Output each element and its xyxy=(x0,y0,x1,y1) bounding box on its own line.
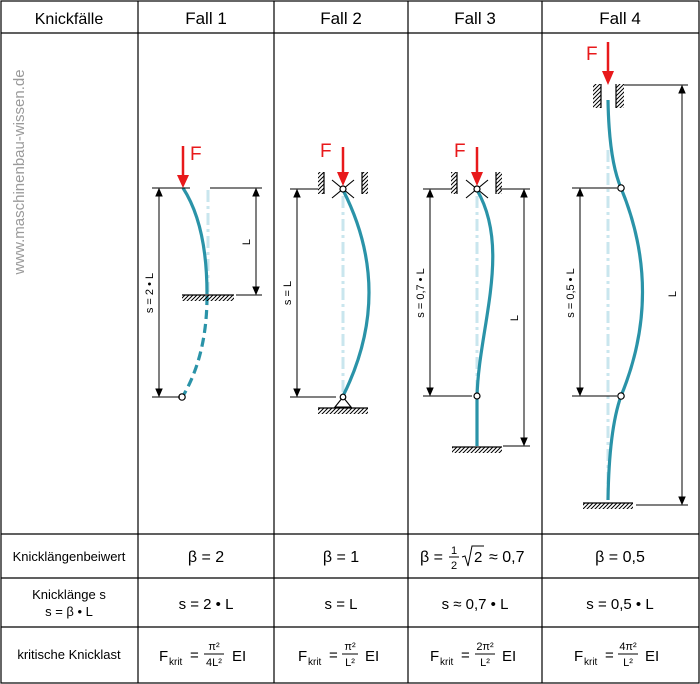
fall-1-label-L: L xyxy=(241,239,253,245)
fall-3-label-s: s = 0,7 • L xyxy=(415,268,427,317)
fall-4-label-L: L xyxy=(667,291,679,297)
beta-fall-3-den: 2 xyxy=(451,560,457,572)
fall-2-top-bearing xyxy=(318,172,368,199)
fall-3-force-head xyxy=(471,172,483,186)
knicklast-fall-4: F krit = 4π² L² EI xyxy=(574,641,659,669)
fall-1-support-hatch xyxy=(182,295,234,301)
fall-3-label-L: L xyxy=(509,315,521,321)
row-label-beiwert: Knicklängenbeiwert xyxy=(13,549,126,564)
beta-fall-1: β = 2 xyxy=(188,549,224,566)
knicklast-fall-4-EI: EI xyxy=(645,648,659,665)
knicklast-fall-2-F: F xyxy=(298,648,307,665)
fall-4-bottom-support xyxy=(583,502,633,509)
knicklast-fall-1-den: 4L² xyxy=(206,657,222,669)
fall-4-dimension-L xyxy=(624,84,688,506)
fall-1-force-head xyxy=(177,175,189,188)
beta-fall-4: β = 0,5 xyxy=(595,549,645,566)
fall-1-column xyxy=(181,187,209,295)
fall-3-dimension-L xyxy=(500,188,530,447)
knicklast-fall-2: F krit = π² L² EI xyxy=(298,641,379,669)
knicklast-fall-3-den: L² xyxy=(480,657,490,669)
knicklast-fall-2-den: L² xyxy=(345,657,355,669)
knicklast-fall-4-den: L² xyxy=(623,657,633,669)
fall-2-force-label: F xyxy=(320,141,332,162)
row-label-last: kritische Knicklast xyxy=(17,647,121,662)
fall-3-dimension-s xyxy=(423,188,472,397)
header-fall-3: Fall 3 xyxy=(454,9,496,28)
fall-4-label-s: s = 0,5 • L xyxy=(565,268,577,317)
knicklast-fall-1-sub: krit xyxy=(169,657,183,668)
knicklast-fall-3-num: 2π² xyxy=(476,641,494,653)
knicklast-fall-3-F: F xyxy=(430,648,439,665)
fall-3-inflection-hinge xyxy=(473,392,481,400)
laenge-fall-3: s ≈ 0,7 • L xyxy=(442,596,509,613)
fall-3-force-label: F xyxy=(454,141,466,162)
fall-4-upper-hinge xyxy=(617,184,625,192)
fall-3-bottom-support xyxy=(452,446,502,453)
beta-fall-2: β = 1 xyxy=(323,549,359,566)
beta-fall-3-suffix: ≈ 0,7 xyxy=(489,549,525,566)
knicklast-fall-2-num: π² xyxy=(344,641,356,653)
watermark-text: www.maschinenbau-wissen.de xyxy=(11,69,28,275)
knicklast-fall-1-eq: = xyxy=(190,647,199,664)
fall-1-diagram: F s = 2 • L L xyxy=(144,144,262,401)
beta-fall-3: β = 1 2 2 ≈ 0,7 xyxy=(420,545,525,572)
header-fall-4: Fall 4 xyxy=(599,9,641,28)
header-knickfaelle: Knickfälle xyxy=(35,11,104,28)
header-fall-2: Fall 2 xyxy=(320,9,362,28)
knicklast-fall-3-EI: EI xyxy=(502,648,516,665)
fall-1-dimension-L xyxy=(210,187,262,296)
fall-1-force-label: F xyxy=(190,144,202,165)
fall-1-column-dashed xyxy=(181,295,209,397)
knicklast-fall-4-F: F xyxy=(574,648,583,665)
knicklast-fall-2-sub: krit xyxy=(308,657,322,668)
fall-3-column xyxy=(475,189,495,446)
knicklast-fall-1-num: π² xyxy=(208,641,220,653)
knicklast-fall-1: F krit = π² 4L² EI xyxy=(159,641,246,669)
beta-fall-3-prefix: β = xyxy=(420,549,443,566)
fall-2-bottom-hinge xyxy=(318,393,368,414)
sqrt-icon xyxy=(461,545,484,567)
fall-2-force-head xyxy=(337,172,349,186)
fall-1-label-s: s = 2 • L xyxy=(144,273,156,313)
fall-4-force-head xyxy=(602,71,614,85)
beta-fall-3-root: 2 xyxy=(474,549,482,566)
knicklast-fall-3: F krit = 2π² L² EI xyxy=(430,641,516,669)
fall-4-dimension-s xyxy=(572,187,617,397)
fall-3-top-bearing xyxy=(451,172,502,199)
fall-4-diagram: F s = 0,5 • L L xyxy=(565,42,688,509)
knicklast-fall-2-eq: = xyxy=(329,647,338,664)
knicklast-fall-3-eq: = xyxy=(461,647,470,664)
row-label-laenge-2: s = β • L xyxy=(45,604,93,619)
fall-4-top-clamp xyxy=(593,84,624,108)
knicklast-fall-4-num: 4π² xyxy=(619,641,637,653)
knicklast-fall-3-sub: krit xyxy=(440,657,454,668)
knicklast-fall-2-EI: EI xyxy=(365,648,379,665)
fall-1-dimension-s xyxy=(152,187,190,398)
fall-2-dimension-s xyxy=(290,188,336,398)
fall-4-lower-hinge xyxy=(617,392,625,400)
fall-3-diagram: F s = 0,7 • L L xyxy=(415,141,530,453)
knicklast-fall-4-sub: krit xyxy=(584,657,598,668)
row-label-laenge-1: Knicklänge s xyxy=(32,587,106,602)
fall-2-column xyxy=(341,189,371,397)
fall-4-column xyxy=(606,99,645,501)
fall-4-force-label: F xyxy=(586,44,598,65)
knicklast-fall-1-F: F xyxy=(159,648,168,665)
laenge-fall-2: s = L xyxy=(325,596,358,613)
laenge-fall-1: s = 2 • L xyxy=(179,596,234,613)
header-fall-1: Fall 1 xyxy=(185,9,227,28)
fall-2-diagram: F s = L xyxy=(282,141,371,414)
knicklast-fall-1-EI: EI xyxy=(232,648,246,665)
fall-2-label-s: s = L xyxy=(282,281,294,305)
beta-fall-3-num: 1 xyxy=(451,545,457,557)
knicklast-fall-4-eq: = xyxy=(605,647,614,664)
laenge-fall-4: s = 0,5 • L xyxy=(586,596,653,613)
